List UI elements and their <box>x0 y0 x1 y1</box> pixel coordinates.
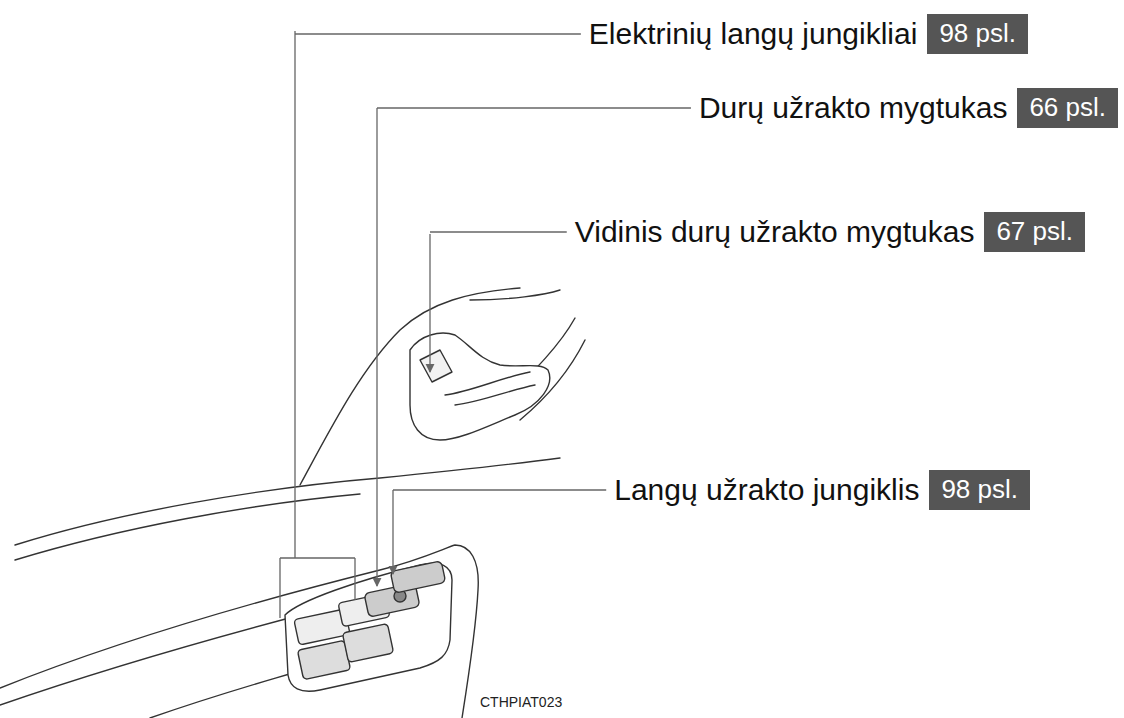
leader-line <box>376 108 377 586</box>
leader-line <box>295 33 581 34</box>
inner-handle-lever <box>445 372 530 395</box>
leader-line <box>392 490 393 574</box>
window-switch <box>297 640 350 679</box>
callout-reference: Vidinis durų užrakto mygtukas 67 psl. <box>575 212 1085 252</box>
page-reference: 66 psl. <box>1017 88 1118 128</box>
leader-line <box>377 107 691 108</box>
callout-reference: Elektrinių langų jungikliai 98 psl. <box>589 14 1028 54</box>
page-reference: 67 psl. <box>984 212 1085 252</box>
part-name: Vidinis durų užrakto mygtukas <box>575 215 975 250</box>
leader-line <box>430 231 567 232</box>
part-name: Elektrinių langų jungikliai <box>589 17 918 52</box>
leader-line <box>429 234 430 372</box>
inner-handle-lever <box>455 385 535 405</box>
callout-reference: Langų užrakto jungiklis 98 psl. <box>614 470 1030 510</box>
part-name: Durų užrakto mygtukas <box>699 91 1007 126</box>
figure-code: CTHPIAT023 <box>480 694 562 710</box>
callout-reference: Durų užrakto mygtukas 66 psl. <box>699 88 1118 128</box>
inner-lock-button <box>420 350 452 382</box>
door-sill-line <box>15 494 360 560</box>
leader-bracket <box>280 31 355 618</box>
page-reference: 98 psl. <box>927 14 1028 54</box>
armrest <box>0 545 478 718</box>
door-trim-line <box>470 290 560 300</box>
inner-handle <box>410 333 550 440</box>
window-switch <box>342 624 393 663</box>
leader-line <box>393 489 606 490</box>
part-name: Langų užrakto jungiklis <box>614 473 919 508</box>
window-lock-switch <box>390 561 445 593</box>
page-reference: 98 psl. <box>929 470 1030 510</box>
